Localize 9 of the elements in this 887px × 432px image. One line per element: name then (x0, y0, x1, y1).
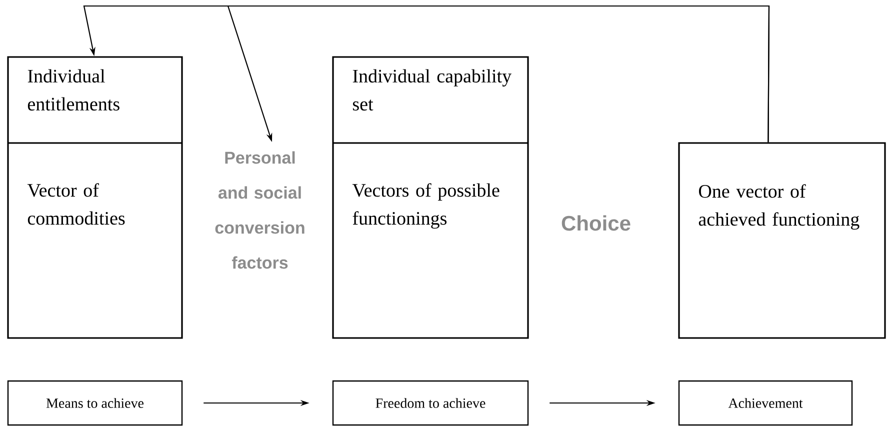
label-box: Means to achieve (7, 380, 183, 426)
label-box: Freedom to achieve (332, 380, 529, 426)
concept-box: One vector of achieved functioning (678, 142, 886, 339)
arrow (227, 5, 770, 142)
factor-text: Personal and social conversion factors (215, 151, 304, 269)
label-box: Achievement (678, 380, 853, 426)
concept-box: Individual entitlements Vector of commodities (7, 56, 183, 339)
concept-box: Individual capability set Vectors of possible functionings (332, 56, 529, 339)
step-label: Choice (562, 215, 630, 231)
